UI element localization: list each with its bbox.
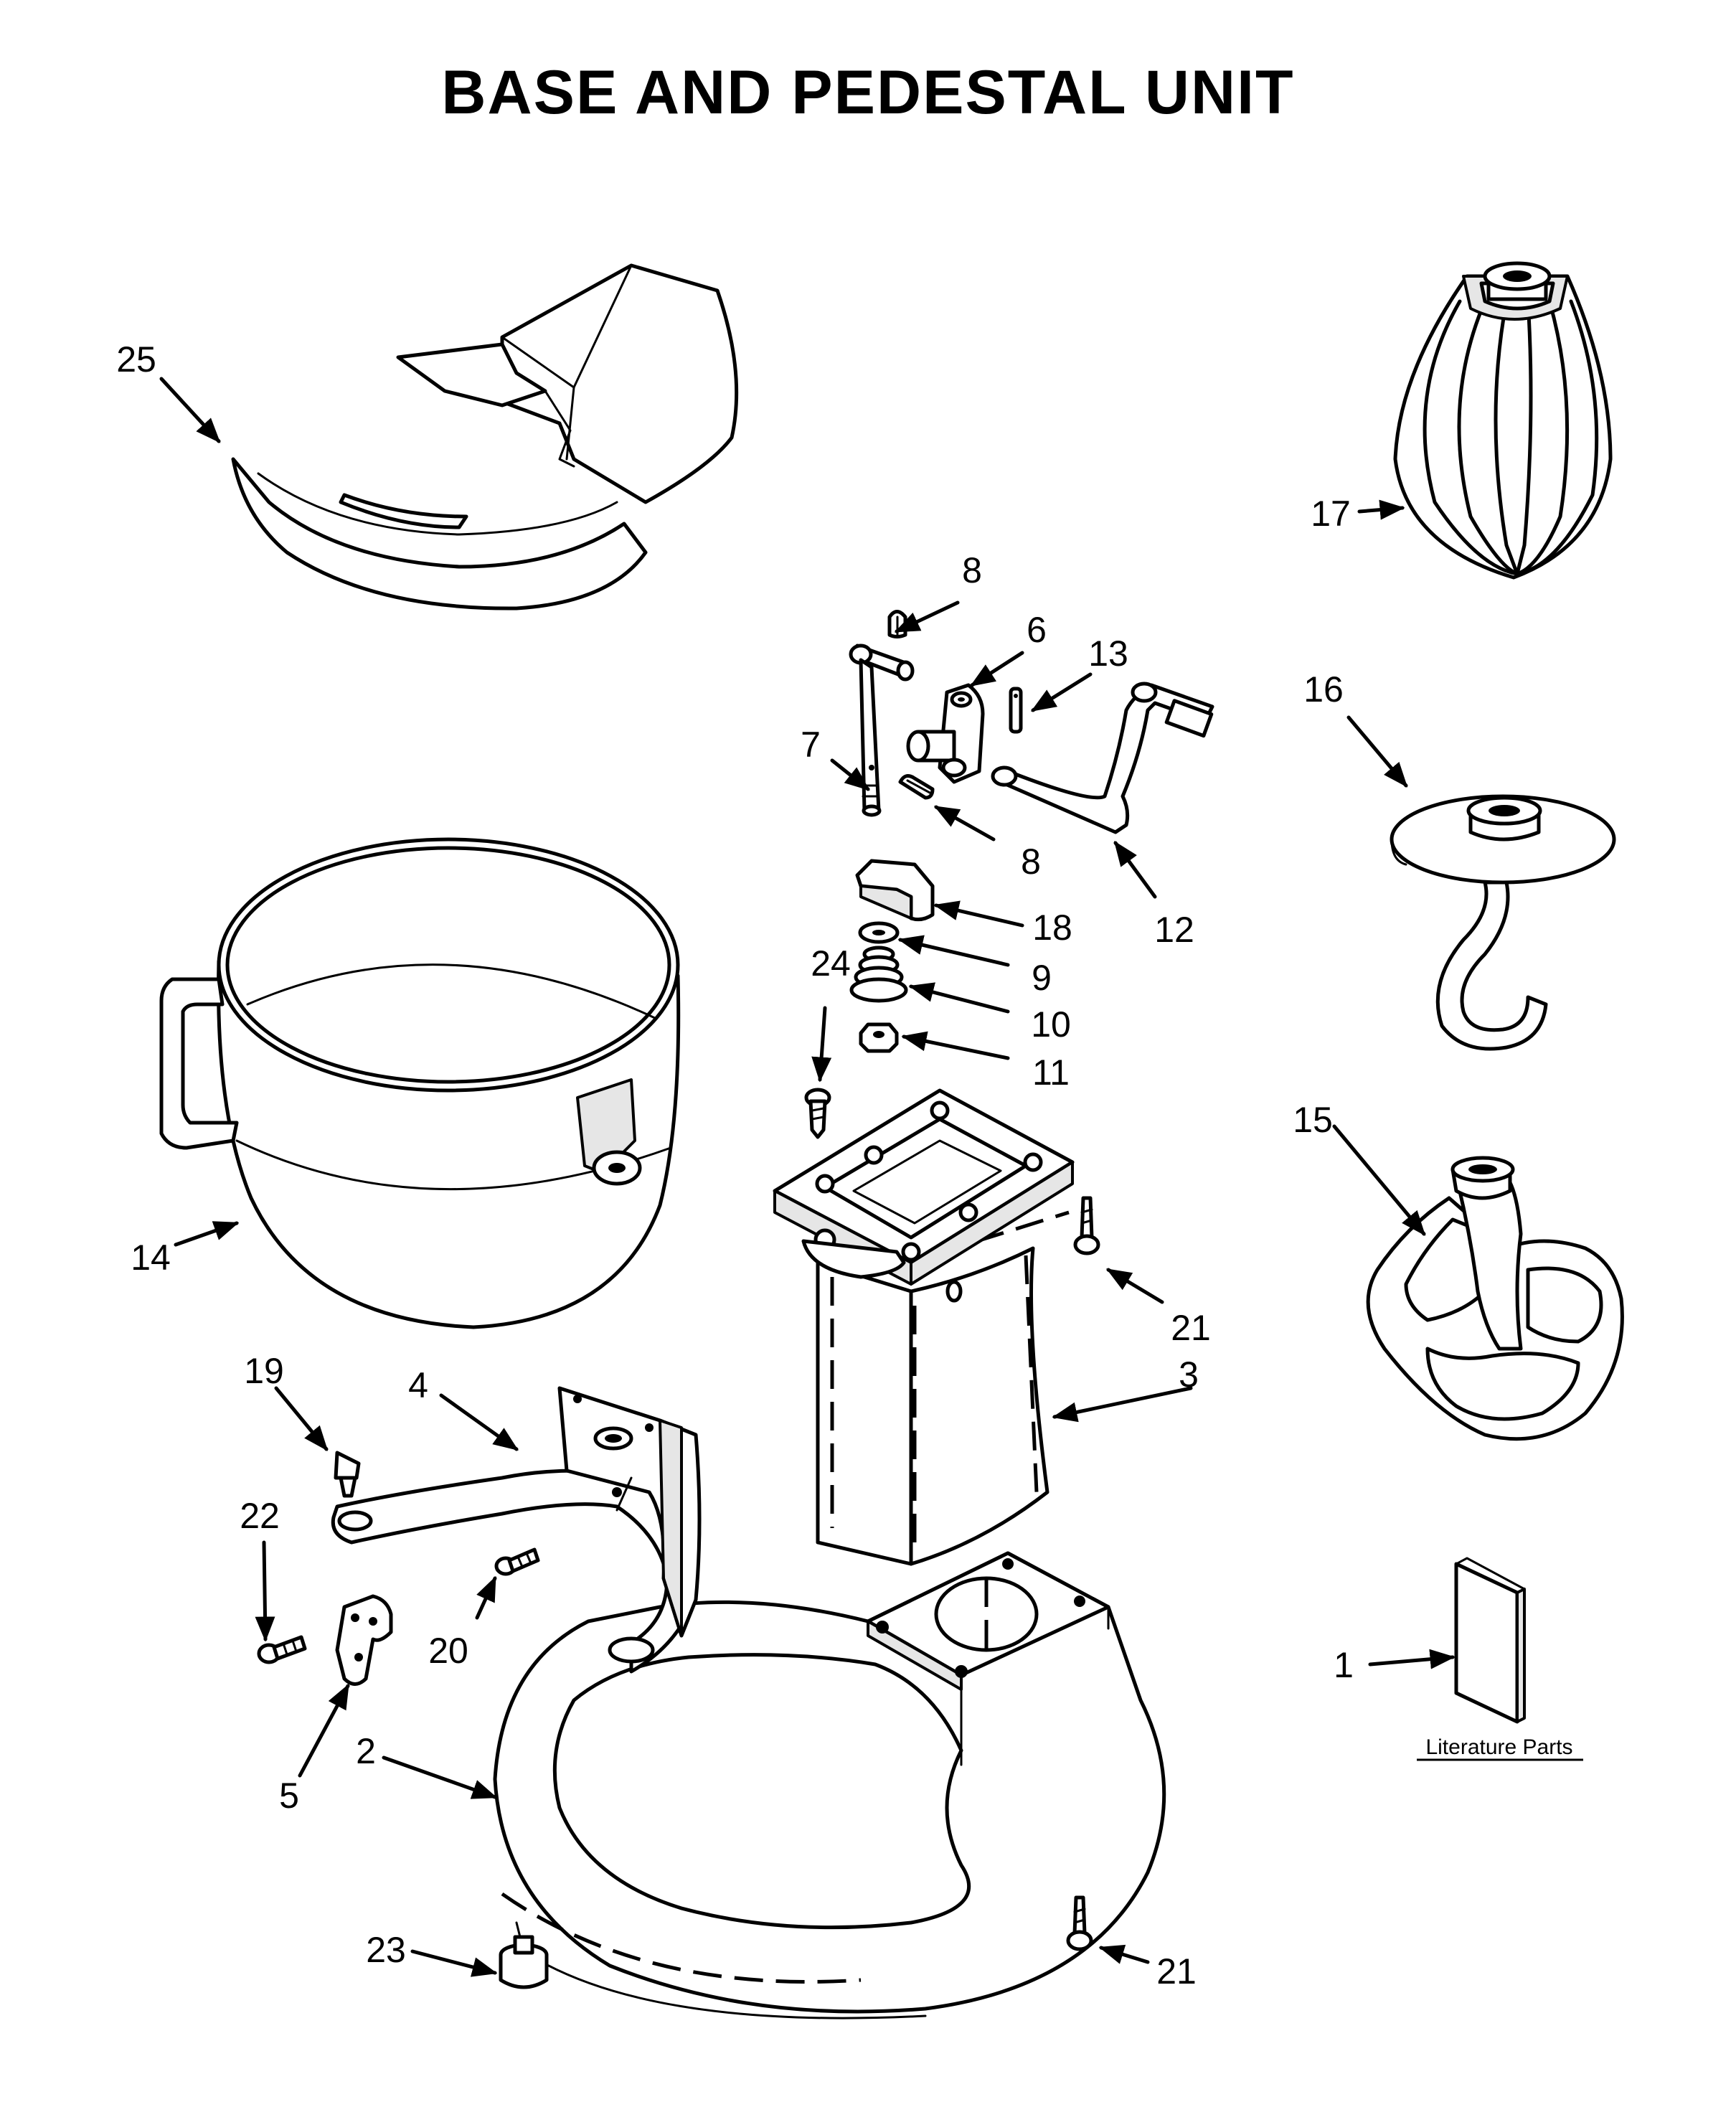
bracket-18-part	[855, 859, 935, 922]
label-25: 25	[116, 339, 156, 380]
label-22: 22	[240, 1496, 280, 1536]
label-3: 3	[1179, 1354, 1199, 1395]
label-23: 23	[366, 1930, 406, 1970]
screw-19-part	[334, 1451, 361, 1498]
dough-hook-part	[1390, 794, 1616, 1051]
label-8-lower: 8	[1021, 842, 1041, 882]
spring-part	[849, 946, 908, 1003]
label-5: 5	[279, 1776, 299, 1816]
label-13: 13	[1088, 633, 1128, 674]
lift-rod-part	[849, 644, 915, 817]
label-21-bottom: 21	[1156, 1951, 1197, 1991]
label-1: 1	[1334, 1645, 1354, 1685]
washer-part	[858, 921, 900, 944]
page-title: BASE AND PEDESTAL UNIT	[441, 58, 1295, 127]
pedestal-column-part	[773, 1088, 1075, 1566]
leader-arrows	[159, 377, 1456, 1977]
flat-beater-part	[1366, 1156, 1624, 1441]
label-11: 11	[1032, 1052, 1070, 1093]
label-6: 6	[1027, 610, 1047, 650]
literature-parts-caption: Literature Parts	[1425, 1735, 1572, 1759]
screw-20-part	[494, 1547, 540, 1576]
screw-22-part	[257, 1635, 307, 1664]
foot-23-part	[499, 1935, 549, 1989]
label-15: 15	[1293, 1100, 1333, 1140]
bracket-part	[335, 1594, 393, 1686]
label-9: 9	[1032, 958, 1052, 998]
mixer-base-part	[493, 1551, 1166, 2019]
pin-13-part	[1009, 687, 1023, 734]
bowl-clamp-part	[331, 1386, 702, 1674]
label-18: 18	[1032, 908, 1072, 948]
label-8-top: 8	[962, 550, 982, 590]
label-24: 24	[811, 943, 851, 984]
label-2: 2	[356, 1731, 376, 1771]
literature-part	[1454, 1557, 1526, 1724]
label-4: 4	[408, 1365, 428, 1405]
label-16: 16	[1303, 669, 1344, 710]
label-21-top: 21	[1171, 1308, 1211, 1348]
label-17: 17	[1311, 494, 1351, 534]
label-14: 14	[131, 1238, 171, 1278]
crank-handle-part	[991, 682, 1214, 834]
cotter-pin-top-part	[887, 610, 907, 638]
label-7: 7	[801, 725, 821, 765]
screw-21-top-part	[1073, 1196, 1100, 1255]
wire-whip-part	[1393, 261, 1613, 580]
label-20: 20	[428, 1631, 468, 1671]
pouring-shield-part	[231, 263, 739, 611]
nut-part	[859, 1022, 899, 1053]
mixing-bowl-part	[159, 837, 681, 1329]
cotter-pin-lower-part	[898, 773, 935, 800]
screw-21-bottom-part	[1066, 1895, 1093, 1951]
label-19: 19	[244, 1351, 284, 1391]
screw-24-part	[804, 1088, 831, 1139]
label-10: 10	[1031, 1004, 1071, 1045]
label-12: 12	[1154, 910, 1194, 950]
clevis-part	[906, 683, 985, 784]
